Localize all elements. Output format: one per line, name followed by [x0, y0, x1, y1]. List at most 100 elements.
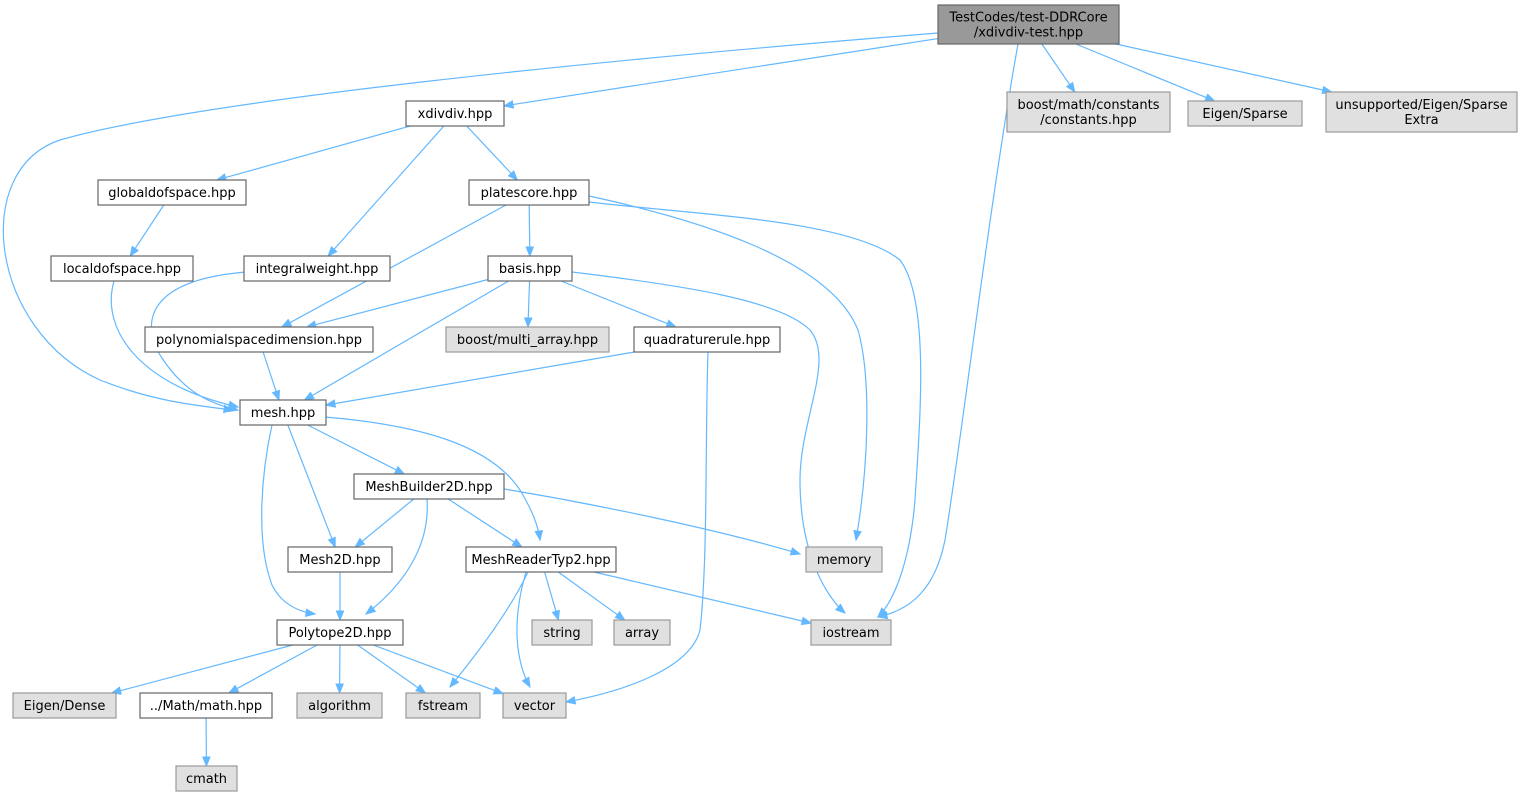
edge-platescore-to-basis: [525, 204, 535, 258]
node-box: [805, 546, 883, 573]
edge-line: [544, 571, 557, 613]
edge-line: [314, 278, 489, 326]
node-meshreader[interactable]: MeshReaderTyp2.hpp: [465, 546, 617, 573]
node-box: [175, 765, 238, 792]
edge-arrowhead: [227, 403, 240, 413]
edge-meshreader-to-fstream: [449, 571, 529, 689]
node-label: array: [625, 626, 659, 641]
node-memory[interactable]: memory: [805, 546, 883, 573]
edge-basis-to-polyspace: [305, 278, 489, 329]
edge-line: [2, 32, 939, 411]
edge-line: [333, 351, 635, 405]
node-label: Eigen/Sparse: [1202, 107, 1287, 122]
node-label: fstream: [418, 699, 468, 714]
node-box: [12, 692, 117, 719]
edge-line: [565, 351, 709, 703]
node-label: localdofspace.hpp: [63, 262, 181, 277]
edge-line: [503, 488, 801, 555]
node-iostream[interactable]: iostream: [810, 619, 892, 646]
node-label: iostream: [822, 626, 879, 641]
node-integralweight[interactable]: integralweight.hpp: [243, 255, 391, 282]
edge-arrowhead: [354, 537, 366, 548]
edge-arrowhead: [877, 607, 888, 618]
node-string[interactable]: string: [531, 619, 593, 646]
edge-line: [511, 37, 939, 106]
edge-arrowhead: [335, 683, 344, 695]
edge-arrowhead: [614, 610, 626, 621]
edge-root-to-xdivdiv: [502, 37, 939, 109]
edge-line: [557, 571, 619, 616]
edge-meshbuilder-to-mesh2d: [354, 498, 415, 548]
edge-arrowhead: [789, 547, 802, 556]
node-algorithm[interactable]: algorithm: [296, 692, 383, 719]
node-label: boost/multi_array.hpp: [457, 333, 598, 348]
edge-quadrule-to-vector: [564, 351, 709, 705]
edge-polytope-to-algorithm: [335, 644, 344, 695]
node-quadrule[interactable]: quadraturerule.hpp: [633, 326, 781, 353]
node-root[interactable]: TestCodes/test-DDRCore/xdivdiv-test.hpp: [937, 4, 1120, 45]
edge-arrowhead: [202, 756, 211, 768]
node-label: integralweight.hpp: [256, 262, 379, 277]
node-label: cmath: [186, 772, 227, 787]
edge-xdivdiv-to-integralweight: [327, 125, 445, 258]
node-box: [1187, 100, 1303, 127]
node-eigen_dense[interactable]: Eigen/Dense: [12, 692, 117, 719]
edge-line: [449, 571, 529, 688]
node-array[interactable]: array: [613, 619, 671, 646]
node-cmath[interactable]: cmath: [175, 765, 238, 792]
edge-xdivdiv-to-platescore: [466, 125, 519, 181]
edge-line: [261, 424, 316, 615]
edge-polytope-to-fstream: [357, 644, 427, 694]
edge-line: [224, 125, 411, 179]
edge-line: [1041, 43, 1071, 86]
node-multiarray[interactable]: boost/multi_array.hpp: [445, 326, 610, 353]
node-globaldof[interactable]: globaldofspace.hpp: [97, 179, 247, 206]
edge-root-to-unsupported: [1115, 43, 1333, 95]
node-basis[interactable]: basis.hpp: [487, 255, 573, 282]
edge-platescore-to-iostream: [588, 201, 922, 618]
node-box: [405, 100, 505, 127]
node-eigen_sparse[interactable]: Eigen/Sparse: [1187, 100, 1303, 127]
node-polytope[interactable]: Polytope2D.hpp: [276, 619, 404, 646]
edge-arrowhead: [502, 100, 515, 109]
edge-arrowhead: [303, 391, 315, 401]
node-localdof[interactable]: localdofspace.hpp: [50, 255, 194, 282]
node-box: [633, 326, 781, 353]
node-label: vector: [514, 699, 556, 714]
node-mathhpp[interactable]: ../Math/math.hpp: [139, 692, 273, 719]
edge-line: [324, 416, 541, 541]
node-vector[interactable]: vector: [502, 692, 567, 719]
node-fstream[interactable]: fstream: [405, 692, 481, 719]
edge-arrowhead: [335, 610, 345, 622]
edge-line: [588, 201, 922, 618]
edge-arrowhead: [534, 530, 544, 542]
edge-polytope-to-mathhpp: [227, 644, 318, 694]
edge-meshbuilder-to-meshreader: [447, 498, 523, 548]
node-label: Eigen/Dense: [24, 699, 106, 714]
edge-line: [593, 571, 804, 622]
edge-line: [527, 280, 531, 320]
node-platescore[interactable]: platescore.hpp: [468, 179, 590, 206]
node-polyspace[interactable]: polynomialspacedimension.hpp: [144, 326, 374, 353]
node-label: MeshBuilder2D.hpp: [365, 480, 492, 495]
node-mesh2d[interactable]: Mesh2D.hpp: [287, 546, 393, 573]
node-mesh[interactable]: mesh.hpp: [239, 399, 327, 426]
node-meshbuilder[interactable]: MeshBuilder2D.hpp: [353, 473, 505, 500]
node-box: [405, 692, 481, 719]
node-label: ../Math/math.hpp: [150, 699, 262, 714]
edge-root-to-iostream: [876, 43, 1019, 620]
edge-arrowhead: [853, 529, 862, 542]
edge-basis-to-multiarray: [523, 280, 533, 329]
edge-line: [119, 644, 293, 692]
node-boost_const[interactable]: boost/math/constants/constants.hpp: [1006, 91, 1171, 133]
edge-arrowhead: [129, 245, 140, 258]
edge-line: [287, 424, 333, 540]
edge-line: [466, 125, 513, 175]
edge-mesh-to-mesh2d: [287, 424, 336, 549]
node-box: [353, 473, 505, 500]
edge-arrowhead: [271, 389, 281, 402]
node-box: [445, 326, 610, 353]
node-xdivdiv[interactable]: xdivdiv.hpp: [405, 100, 505, 127]
